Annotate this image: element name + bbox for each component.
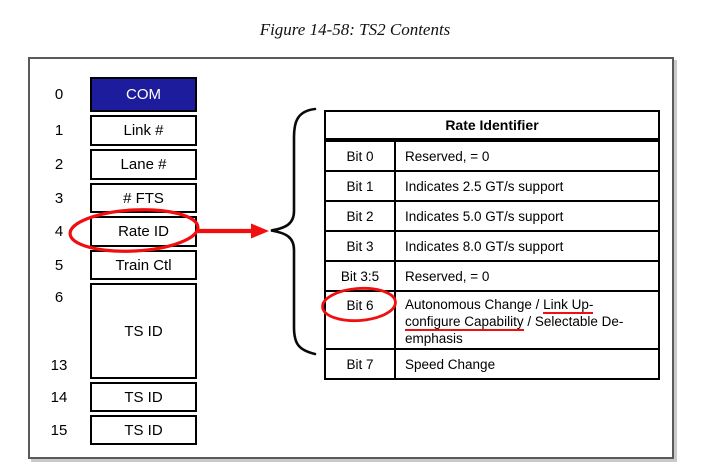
bit-description: Indicates 2.5 GT/s support <box>405 178 564 194</box>
byte-offset-2: 2 <box>54 156 64 173</box>
byte-offset-3: 3 <box>54 189 64 207</box>
byte-cell-link: Link # <box>90 115 197 146</box>
rate-table-row-bit7: Bit 7 Speed Change <box>326 348 658 378</box>
byte-cell-train-ctl: Train Ctl <box>90 250 197 280</box>
byte-offset-14: 14 <box>50 388 68 406</box>
bit-label: Bit 2 <box>326 202 396 230</box>
byte-cell-rate-id: Rate ID <box>90 216 197 247</box>
bit-label: Bit 0 <box>326 142 396 170</box>
bit-label: Bit 3 <box>326 232 396 260</box>
byte-offset-13: 13 <box>50 356 68 374</box>
byte-cell-ts-id-14: TS ID <box>90 382 197 412</box>
desc-text: emphasis <box>405 331 463 346</box>
rate-identifier-table: Rate Identifier Bit 0 Reserved, = 0 Bit … <box>324 110 660 380</box>
figure-panel: 0 1 2 3 4 5 6 13 14 15 COM Link # Lane #… <box>28 57 674 459</box>
bit-description: Indicates 5.0 GT/s support <box>405 208 564 224</box>
curly-brace <box>270 107 317 356</box>
byte-cell-lane: Lane # <box>90 149 197 180</box>
desc-text: / Selectable De- <box>523 314 624 329</box>
bit-description: Reserved, = 0 <box>405 268 490 284</box>
byte-cell-nfts: # FTS <box>90 183 197 213</box>
rate-table-row-bit3-5: Bit 3:5 Reserved, = 0 <box>326 260 658 290</box>
bit-label: Bit 1 <box>326 172 396 200</box>
rate-table-row-bit2: Bit 2 Indicates 5.0 GT/s support <box>326 200 658 230</box>
bit-label: Bit 7 <box>326 350 396 378</box>
bit-description: Autonomous Change / Link Up-configure Ca… <box>396 292 658 348</box>
byte-offset-15: 15 <box>50 421 68 439</box>
arrow-head <box>251 223 269 239</box>
bit-label: Bit 3:5 <box>326 262 396 290</box>
bit-description: Indicates 8.0 GT/s support <box>405 238 564 254</box>
rate-table-row-bit3: Bit 3 Indicates 8.0 GT/s support <box>326 230 658 260</box>
byte-cell-ts-id-15: TS ID <box>90 415 197 445</box>
byte-offset-0: 0 <box>54 86 64 103</box>
bit-label: Bit 6 <box>326 292 396 348</box>
bit-description: Reserved, = 0 <box>405 148 490 164</box>
rate-table-row-bit1: Bit 1 Indicates 2.5 GT/s support <box>326 170 658 200</box>
rate-table-row-bit0: Bit 0 Reserved, = 0 <box>326 140 658 170</box>
red-underlined-text: Link Up- <box>543 297 594 312</box>
bit-description: Speed Change <box>405 356 496 372</box>
rate-table-title: Rate Identifier <box>326 112 658 140</box>
figure-caption: Figure 14-58: TS2 Contents <box>259 20 451 39</box>
byte-offset-5: 5 <box>54 256 64 274</box>
byte-cell-com: COM <box>90 77 197 112</box>
rate-table-row-bit6: Bit 6 Autonomous Change / Link Up-config… <box>326 290 658 348</box>
red-underlined-text: configure Capability <box>405 314 524 329</box>
byte-offset-6: 6 <box>54 288 64 306</box>
byte-offset-1: 1 <box>54 122 64 139</box>
byte-cell-ts-id-span: TS ID <box>90 283 197 379</box>
byte-offset-4: 4 <box>54 223 64 240</box>
desc-text: Autonomous Change / <box>405 297 544 312</box>
